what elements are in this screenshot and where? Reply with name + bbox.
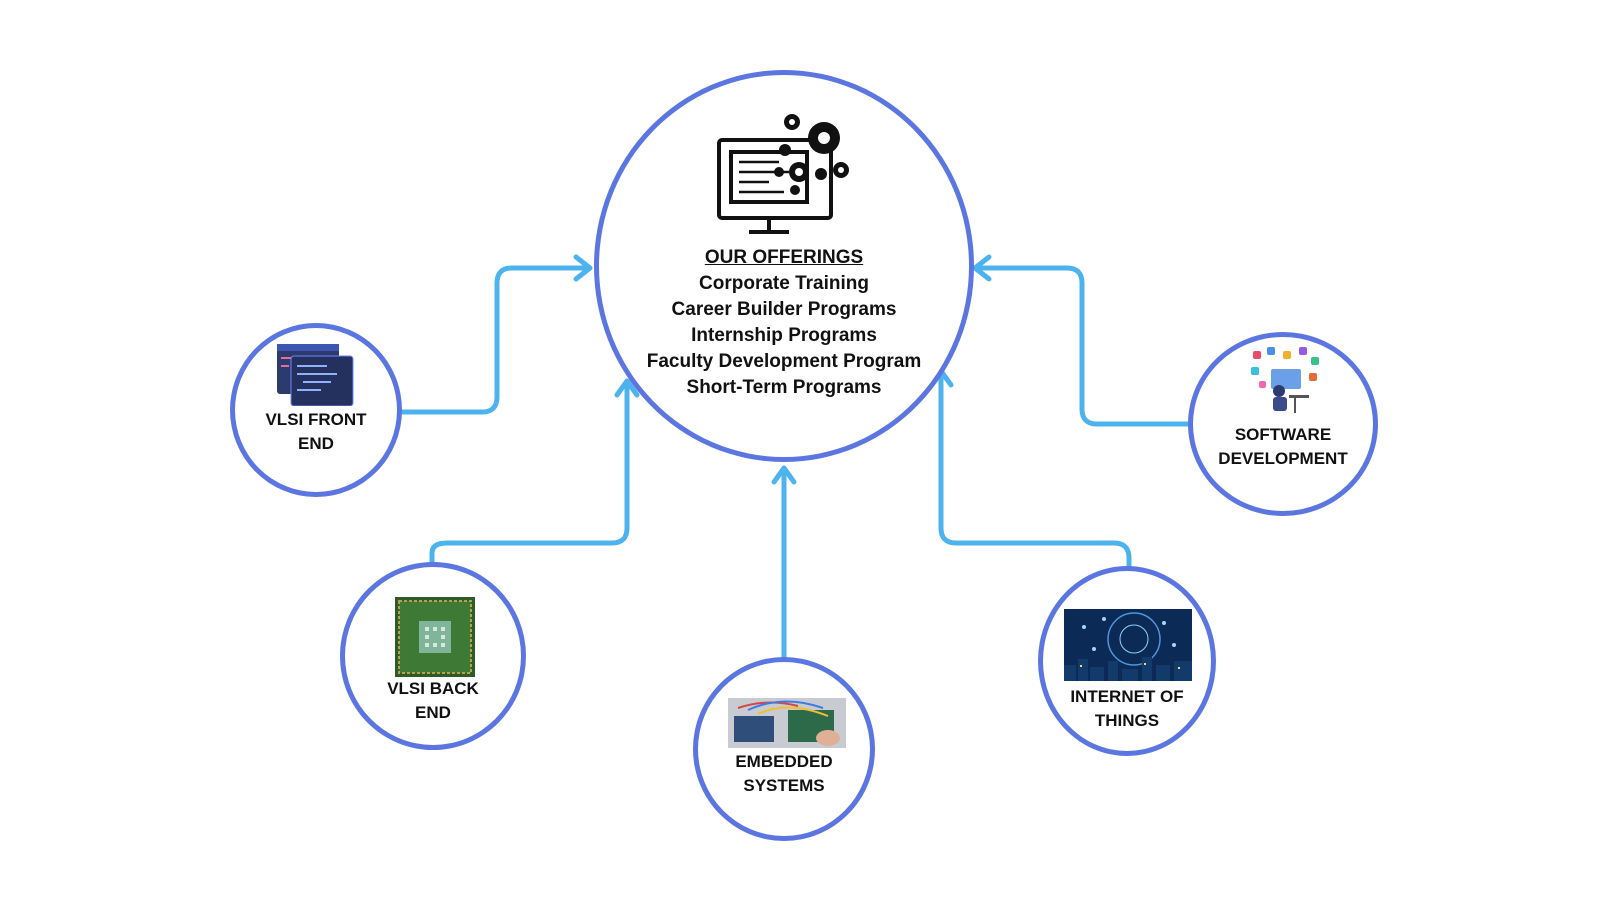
- offering-item: Short-Term Programs: [686, 377, 882, 398]
- arrowhead-embedded-systems: [771, 465, 797, 485]
- node-label: VLSI FRONT END: [265, 410, 367, 453]
- offering-item: Internship Programs: [691, 325, 877, 346]
- arrowhead-software-development: [972, 254, 992, 282]
- hub-title: OUR OFFERINGS: [704, 247, 864, 268]
- offering-item: Career Builder Programs: [671, 299, 897, 320]
- circuit-board-icon: [728, 698, 846, 748]
- node-software-development: SOFTWARE DEVELOPMENT: [1188, 332, 1378, 516]
- offering-item: Corporate Training: [699, 273, 869, 294]
- node-vlsi-back-end: VLSI BACK END: [340, 562, 526, 750]
- arrowhead-vlsi-front-end: [573, 254, 593, 282]
- node-label: SOFTWARE DEVELOPMENT: [1218, 425, 1348, 468]
- computer-gears-icon: [717, 114, 849, 234]
- microchip-icon: [395, 597, 475, 677]
- node-embedded-systems: EMBEDDED SYSTEMS: [693, 657, 875, 841]
- node-label: VLSI BACK END: [387, 679, 479, 722]
- connector-software-development: [974, 265, 1191, 427]
- offering-item: Faculty Development Program: [646, 351, 922, 372]
- developer-apps-icon: [1251, 347, 1319, 413]
- node-internet-of-things: INTERNET OF THINGS: [1038, 566, 1216, 756]
- network-city-icon: [1064, 609, 1192, 681]
- node-label: EMBEDDED SYSTEMS: [735, 752, 833, 795]
- node-vlsi-front-end: VLSI FRONT END: [230, 323, 402, 497]
- code-window-icon: [277, 344, 354, 406]
- connector-vlsi-front-end: [392, 265, 591, 415]
- hub-circle: OUR OFFERINGS Corporate Training Career …: [594, 70, 974, 462]
- connector-vlsi-back-end: [429, 382, 630, 565]
- arrowhead-vlsi-back-end: [614, 378, 640, 398]
- node-label: INTERNET OF THINGS: [1070, 687, 1184, 730]
- connector-internet-of-things: [938, 372, 1132, 569]
